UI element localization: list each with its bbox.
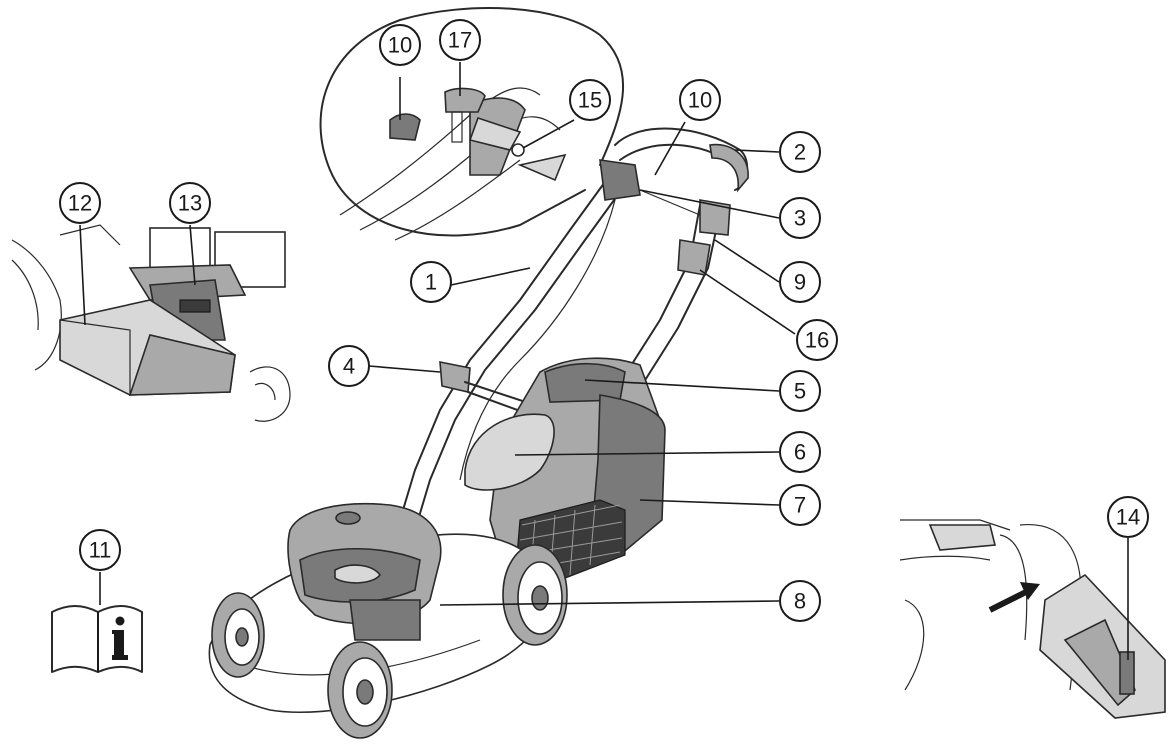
callout-11: 11 [79,529,121,571]
svg-text:6: 6 [794,440,806,465]
svg-text:7: 7 [794,493,806,518]
callout-10-detail: 10 [379,24,421,66]
svg-text:5: 5 [794,379,806,404]
callout-15: 15 [569,79,611,121]
callout-9: 9 [779,261,821,303]
svg-text:11: 11 [89,538,112,563]
callout-8: 8 [779,580,821,622]
callout-2: 2 [779,131,821,173]
mower-main [208,127,749,739]
svg-text:12: 12 [68,191,92,216]
svg-text:4: 4 [343,354,355,379]
detail-handle-controls [319,7,624,241]
callout-7: 7 [779,484,821,526]
svg-text:16: 16 [805,328,829,353]
detail-rear-flap [11,224,291,422]
callout-3: 3 [779,197,821,239]
svg-text:1: 1 [425,270,437,295]
callout-17: 17 [439,19,481,61]
leader-lines [79,62,1129,660]
callout-13: 13 [169,182,211,224]
svg-text:2: 2 [794,140,806,165]
svg-text:13: 13 [178,191,202,216]
callout-12: 12 [59,182,101,224]
callout-10-main: 10 [679,79,721,121]
svg-text:9: 9 [794,270,806,295]
callout-14: 14 [1107,496,1149,538]
svg-text:8: 8 [794,589,806,614]
callout-1: 1 [410,261,452,303]
svg-text:15: 15 [578,88,602,113]
svg-text:10: 10 [688,88,712,113]
manual-book-info-icon [51,605,143,673]
callout-16: 16 [796,319,838,361]
svg-text:10: 10 [388,33,412,58]
callout-5: 5 [779,370,821,412]
svg-text:17: 17 [448,28,472,53]
detail-mulch-plug [899,519,1166,719]
svg-text:3: 3 [794,206,806,231]
svg-text:14: 14 [1116,505,1140,530]
callout-6: 6 [779,431,821,473]
callout-4: 4 [328,345,370,387]
